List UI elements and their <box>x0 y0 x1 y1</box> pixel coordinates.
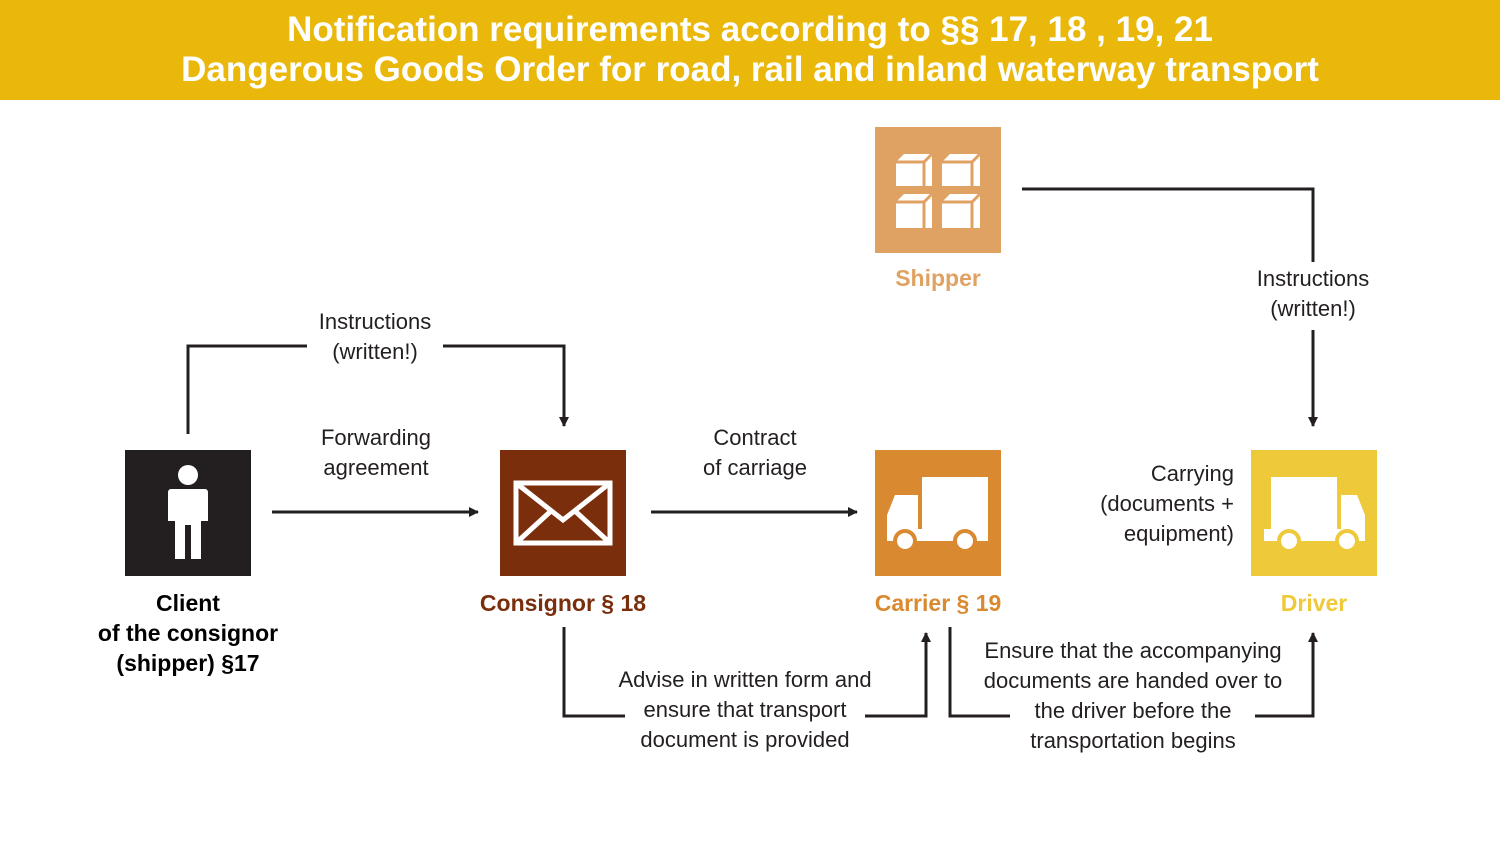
consignor-label: Consignor § 18 <box>479 590 647 616</box>
edge-advise <box>562 627 625 718</box>
driver-truck-icon <box>1264 477 1365 553</box>
edge-label-forwarding: Forwarding agreement <box>320 425 432 480</box>
client-box <box>125 450 251 576</box>
edge-label-shipper-instructions: Instructions (written!) <box>1256 266 1370 321</box>
edge-client-instructions-b <box>443 344 569 427</box>
title-line-2: Dangerous Goods Order for road, rail and… <box>181 50 1319 89</box>
driver-label: Driver <box>1280 590 1348 616</box>
client-label: Client of the consignor (shipper) §17 <box>97 590 279 676</box>
edge-client-instructions <box>186 344 307 434</box>
edge-label-advise: Advise in written form and ensure that t… <box>618 667 872 752</box>
boxes-icon <box>896 152 982 228</box>
edge-label-contract: Contract of carriage <box>703 425 807 480</box>
title-line-1: Notification requirements according to §… <box>287 10 1213 49</box>
carrier-box <box>875 450 1001 576</box>
edge-label-carrying: Carrying (documents + equipment) <box>1100 461 1234 546</box>
person-icon <box>168 465 208 559</box>
edge-label-ensure: Ensure that the accompanying documents a… <box>983 638 1283 753</box>
shipper-label: Shipper <box>895 265 981 291</box>
edge-advise-b <box>865 632 931 718</box>
envelope-icon <box>513 480 613 546</box>
edge-shipper-instructions <box>1022 187 1315 262</box>
edge-ensure <box>948 627 1010 718</box>
edge-ensure-b <box>1255 632 1318 718</box>
shipper-box <box>875 127 1001 253</box>
title-banner: Notification requirements according to §… <box>0 0 1500 100</box>
driver-box <box>1251 450 1377 576</box>
truck-icon <box>887 477 988 553</box>
edge-label-client-instructions: Instructions (written!) <box>318 309 432 364</box>
consignor-box <box>500 450 626 576</box>
carrier-label: Carrier § 19 <box>874 590 1002 616</box>
